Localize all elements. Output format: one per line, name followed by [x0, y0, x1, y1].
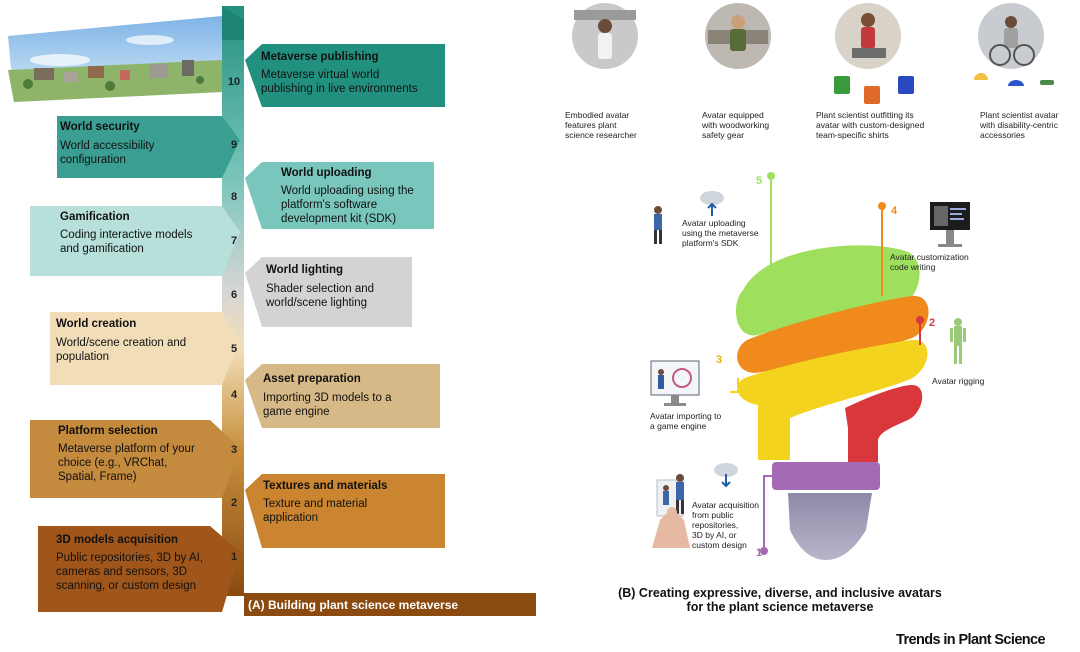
step-7-title: Gamification — [60, 211, 130, 223]
step-7-body: Coding interactive models and gamificati… — [60, 229, 193, 255]
card-shape-5 — [50, 312, 240, 385]
step-3-number: 3 — [230, 444, 238, 456]
bulb-base — [788, 493, 872, 560]
avatar-photo-2 — [705, 3, 771, 69]
cloud-download-icon — [714, 463, 738, 488]
journal-brand: Trends in Plant Science — [896, 632, 1046, 648]
bulb-dot-4 — [878, 202, 886, 210]
bulb-step-4-label: Avatar customization code writing — [890, 252, 969, 272]
step-6-title: World lighting — [266, 264, 344, 276]
step-1-title: 3D models acquisition — [56, 534, 179, 546]
bulb-segment-1 — [772, 462, 880, 490]
step-1-number: 1 — [230, 551, 238, 563]
card-shape-2 — [245, 474, 445, 548]
bulb-step-2-number: 2 — [929, 317, 936, 329]
step-10-title: Metaverse publishing — [261, 51, 379, 63]
bulb-segment-5 — [735, 245, 920, 336]
card-shape-4 — [245, 364, 440, 428]
step-3-title: Platform selection — [58, 425, 158, 437]
avatar-photo-1 — [572, 3, 638, 69]
panel-a-caption: (A) Building plant science metaverse — [248, 598, 459, 612]
step-6-body: Shader selection and world/scene lightin… — [266, 283, 375, 309]
panel-b-caption-line1: (B) Creating expressive, diverse, and in… — [618, 586, 942, 600]
step-5-number: 5 — [230, 343, 238, 355]
step-4-body: Importing 3D models to a game engine — [263, 392, 392, 418]
bulb-step-3-label: Avatar importing to a game engine — [650, 411, 722, 431]
bulb-step-1-label: Avatar acquisition from public repositor… — [692, 500, 759, 550]
step-8-title: World uploading — [281, 167, 372, 179]
cloud-upload-icon — [700, 191, 724, 216]
accessories-image — [974, 73, 1054, 86]
step-9-number: 9 — [230, 139, 238, 151]
step-2-title: Textures and materials — [263, 480, 388, 492]
card-shape-9 — [57, 116, 240, 178]
step-6-number: 6 — [230, 289, 238, 301]
step-5-title: World creation — [56, 318, 137, 330]
step-9-body: World accessibility configuration — [60, 140, 155, 166]
card-shape-3 — [30, 420, 240, 498]
panel-a-caption-bar — [244, 593, 536, 616]
acquisition-avatars-icon — [652, 474, 690, 548]
step-2-body: Texture and material application — [263, 498, 368, 524]
team-shirts-image — [834, 76, 914, 104]
avatar-caption-4: Plant scientist avatar with disability-c… — [980, 110, 1059, 140]
stem-top-cap — [222, 6, 244, 40]
card-shape-6 — [245, 257, 412, 327]
bulb-step-1-number: 1 — [756, 547, 763, 559]
step-4-number: 4 — [230, 389, 238, 401]
rigged-figure-icon — [950, 318, 966, 364]
card-shape-1 — [38, 526, 240, 612]
bulb-segment-2 — [845, 385, 923, 462]
bulb-segment-3 — [737, 339, 928, 460]
card-shape-7 — [30, 206, 240, 276]
card-shape-10 — [245, 44, 445, 107]
panel-b-caption: (B) Creating expressive, diverse, and in… — [560, 586, 1000, 614]
avatar-figure-icon — [654, 206, 662, 244]
bulb-step-2-label: Avatar rigging — [932, 376, 985, 386]
step-7-number: 7 — [230, 235, 238, 247]
card-shape-8 — [245, 162, 434, 229]
step-9-title: World security — [60, 121, 140, 133]
code-monitor-icon — [930, 202, 970, 247]
step-8-number: 8 — [230, 191, 238, 203]
avatar-photo-3 — [835, 3, 901, 69]
metaverse-landscape-image — [8, 16, 222, 102]
step-8-body: World uploading using the platform's sof… — [281, 185, 414, 225]
step-10-number: 10 — [227, 76, 241, 88]
avatar-caption-1: Embodied avatar features plant science r… — [565, 110, 637, 140]
avatar-photo-4 — [978, 3, 1044, 69]
bulb-dot-2 — [916, 316, 924, 324]
step-3-body: Metaverse platform of your choice (e.g.,… — [58, 443, 195, 483]
avatar-caption-3: Plant scientist outfitting its avatar wi… — [816, 110, 925, 140]
bulb-dot-5 — [767, 172, 775, 180]
step-4-title: Asset preparation — [263, 373, 361, 385]
bulb-dot-1 — [760, 547, 768, 555]
game-engine-monitor-icon — [650, 360, 700, 406]
bulb-step-5-label: Avatar uploading using the metaverse pla… — [682, 218, 759, 248]
bulb-step-5-number: 5 — [756, 175, 763, 187]
avatar-caption-2: Avatar equipped with woodworking safety … — [702, 110, 770, 140]
step-10-body: Metaverse virtual world publishing in li… — [261, 69, 418, 95]
step-5-body: World/scene creation and population — [56, 337, 187, 363]
step-2-number: 2 — [230, 497, 238, 509]
panel-b-caption-line2: for the plant science metaverse — [686, 600, 874, 614]
bulb-segment-4 — [737, 295, 929, 373]
bulb-step-4-number: 4 — [891, 205, 898, 217]
step-1-body: Public repositories, 3D by AI, cameras a… — [56, 552, 204, 592]
bulb-step-3-number: 3 — [716, 354, 723, 366]
